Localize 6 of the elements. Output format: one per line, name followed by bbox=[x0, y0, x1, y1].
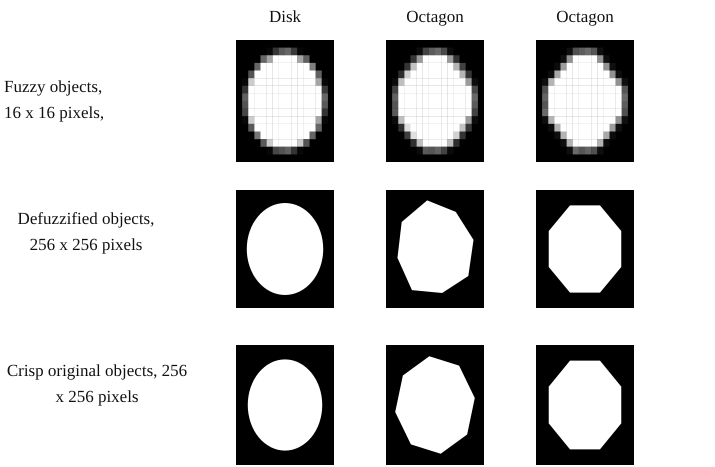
row-label: Fuzzy objects, 16 x 16 pixels, bbox=[4, 76, 106, 124]
column-heading: Octagon bbox=[405, 6, 465, 28]
column-heading: Disk bbox=[268, 6, 302, 28]
row-label: Defuzzified objects, 256 x 256 pixels bbox=[16, 208, 156, 256]
row-label: Crisp original objects, 256 x 256 pixels bbox=[6, 360, 188, 408]
column-heading: Octagon bbox=[555, 6, 615, 28]
